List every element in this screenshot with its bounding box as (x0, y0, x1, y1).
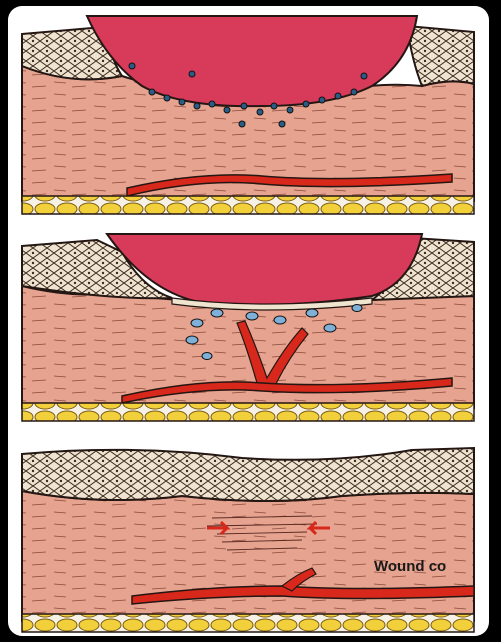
panel-2-illustration (12, 228, 484, 423)
panel-1-illustration (12, 6, 484, 216)
panel-contraction: Wound co (12, 436, 484, 636)
epidermis-right (407, 26, 474, 86)
dermis (22, 491, 474, 621)
fat-layer (22, 403, 474, 421)
fat-layer (22, 196, 474, 214)
figure-frame: Wound co (8, 6, 489, 636)
wound-contraction-label: Wound co (374, 558, 446, 575)
panel-clot-inflammation (12, 6, 484, 216)
panel-3-illustration (12, 436, 484, 636)
epidermis (22, 448, 474, 501)
fat-layer (22, 614, 474, 632)
panel-granulation (12, 228, 484, 423)
